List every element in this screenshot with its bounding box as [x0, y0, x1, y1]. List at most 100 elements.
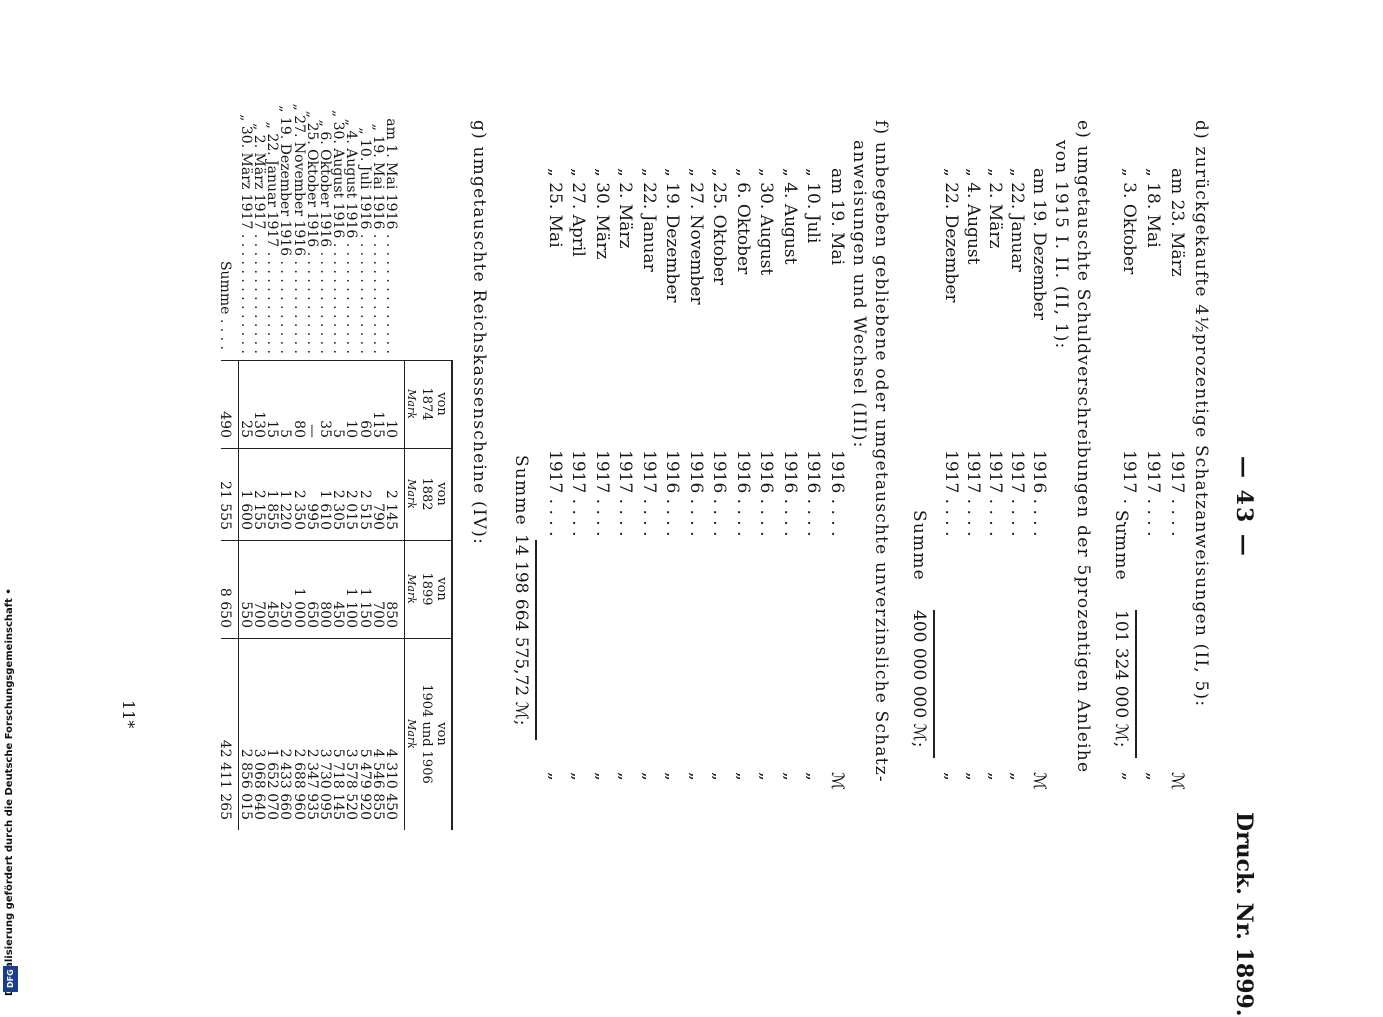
- section-d-sum-label: Summe: [1111, 510, 1131, 581]
- entry-unit: „: [709, 772, 730, 781]
- column-header-line2: 1874: [419, 387, 434, 421]
- table-cell: 490: [217, 411, 233, 438]
- entry-unit: „: [756, 772, 777, 781]
- entry-unit: „: [545, 772, 565, 781]
- entry-year: 1916 . . . .: [803, 450, 824, 537]
- table-cell: 2 856 015: [237, 748, 254, 820]
- entry-date: „ 18. Mai: [1143, 168, 1163, 248]
- entry-unit: „: [1119, 772, 1139, 781]
- entry-unit: „: [1143, 772, 1163, 781]
- section-f-title-line1: f) unbegeben gebliebene oder umgetauscht…: [871, 120, 891, 783]
- column-header-line1: von: [434, 722, 449, 746]
- section-f-sum-label: Summe: [511, 455, 531, 526]
- entry-date: „ 30. März: [592, 168, 612, 260]
- entry-date: „ 4. August: [780, 168, 800, 265]
- entry-year: 1917 . . . .: [963, 450, 983, 537]
- entry-year: 1917 . . . .: [568, 450, 589, 537]
- section-d-title: d) zurückgekaufte 4½prozentige Schatzanw…: [1191, 120, 1211, 708]
- entry-unit: „: [639, 772, 659, 781]
- section-d-sum-rule: [1135, 610, 1137, 758]
- section-e-sum-rule: [933, 610, 935, 758]
- entry-year: 1917 . . . .: [1007, 450, 1027, 537]
- entry-unit: „: [963, 772, 983, 781]
- entry-year: 1916 . . . .: [1029, 450, 1049, 537]
- entry-date: „ 6. Oktober: [733, 168, 753, 275]
- sum-label: Summe . . . .: [217, 260, 233, 350]
- entry-year: 1917 . . . .: [985, 450, 1005, 537]
- section-f-sum-value: 14 198 664 575,72 ℳ;: [511, 534, 531, 726]
- entry-year: 1917 . . . .: [592, 450, 612, 537]
- entry-year: 1916 . . . .: [827, 450, 847, 537]
- entry-year: 1916 . . . .: [686, 450, 706, 537]
- entry-unit: „: [568, 772, 589, 781]
- column-header-line2: 1882: [419, 477, 434, 511]
- section-e-sum-label: Summe: [909, 510, 929, 581]
- entry-unit: ℳ: [827, 772, 847, 791]
- entry-unit: „: [1007, 772, 1027, 781]
- table-cell: 21 555: [217, 481, 233, 530]
- entry-unit: „: [985, 772, 1005, 781]
- entry-date: „ 19. Dezember: [662, 168, 683, 303]
- entry-date: „ 25. Oktober: [709, 168, 730, 286]
- entry-year: 1916 . . . .: [733, 450, 753, 537]
- entry-date: „ 10. Juli: [803, 168, 824, 244]
- funding-credit-text: Digitalisierung gefördert durch die Deut…: [4, 588, 15, 996]
- section-f-sum-rule: [535, 540, 537, 740]
- entry-year: 1917 . . . .: [545, 450, 565, 537]
- column-header-unit: Mark: [405, 719, 418, 749]
- entry-date: am 19. Dezember: [1029, 168, 1049, 320]
- column-header-unit: Mark: [405, 389, 418, 419]
- entry-year: 1916 . . . .: [662, 450, 683, 537]
- entry-unit: „: [941, 772, 961, 781]
- entry-date: „ 2. März: [615, 168, 636, 249]
- entry-date: „ 22. Januar: [639, 168, 659, 272]
- section-e-title-line1: e) umgetauschte Schuldverschreibungen de…: [1073, 120, 1093, 774]
- entry-date: am 23. März: [1167, 168, 1187, 277]
- entry-year: 1917 . . . .: [941, 450, 961, 537]
- entry-year: 1916 . . . .: [780, 450, 800, 537]
- entry-unit: „: [592, 772, 612, 781]
- dfg-logo: DFG: [3, 966, 18, 992]
- table-cell: 8 650: [217, 587, 233, 628]
- entry-date: „ 22. Dezember: [941, 168, 961, 303]
- entry-date: „ 4. August: [963, 168, 983, 265]
- entry-year: 1916 . . . .: [756, 450, 777, 537]
- entry-year: 1916 . . . .: [709, 450, 730, 537]
- section-e-title-line2: von 1915 I. II. (II, 1):: [1051, 140, 1071, 350]
- table-cell: 42 411 265: [217, 739, 233, 820]
- entry-date: am 19. Mai: [827, 168, 847, 266]
- entry-year: 1917 . . . .: [639, 450, 659, 537]
- section-g-title: g) umgetauschte Reichskassenscheine (IV)…: [469, 120, 489, 546]
- entry-date: „ 22. Januar: [1007, 168, 1027, 272]
- entry-unit: ℳ: [1167, 772, 1187, 791]
- entry-year: 1917 . . . .: [1167, 450, 1187, 537]
- entry-date: „ 27. April: [568, 168, 589, 257]
- column-header-unit: Mark: [405, 574, 418, 604]
- column-header-line2: 1899: [419, 572, 434, 606]
- entry-date: „ 25. Mai: [545, 168, 565, 248]
- entry-unit: „: [662, 772, 683, 781]
- entry-unit: „: [615, 772, 636, 781]
- entry-date: „ 2. März: [985, 168, 1005, 249]
- entry-unit: ℳ: [1029, 772, 1049, 791]
- signature-mark: 11*: [119, 700, 138, 729]
- entry-unit: „: [780, 772, 800, 781]
- table-cell: 550: [237, 601, 254, 628]
- document-reference: Druck. Nr. 1899.: [1231, 812, 1257, 1017]
- page-number: — 43 —: [1231, 456, 1257, 558]
- column-header-line1: von: [434, 392, 449, 416]
- table-cell: 25: [237, 420, 254, 438]
- entry-unit: „: [803, 772, 824, 781]
- entry-date: „ 3. Oktober: [1119, 168, 1139, 275]
- entry-unit: „: [686, 772, 706, 781]
- table-top-rule: [451, 360, 453, 830]
- table-cell: 1 600: [237, 489, 254, 530]
- section-d-sum-value: 101 324 000 ℳ;: [1111, 610, 1131, 748]
- column-header-unit: Mark: [405, 479, 418, 509]
